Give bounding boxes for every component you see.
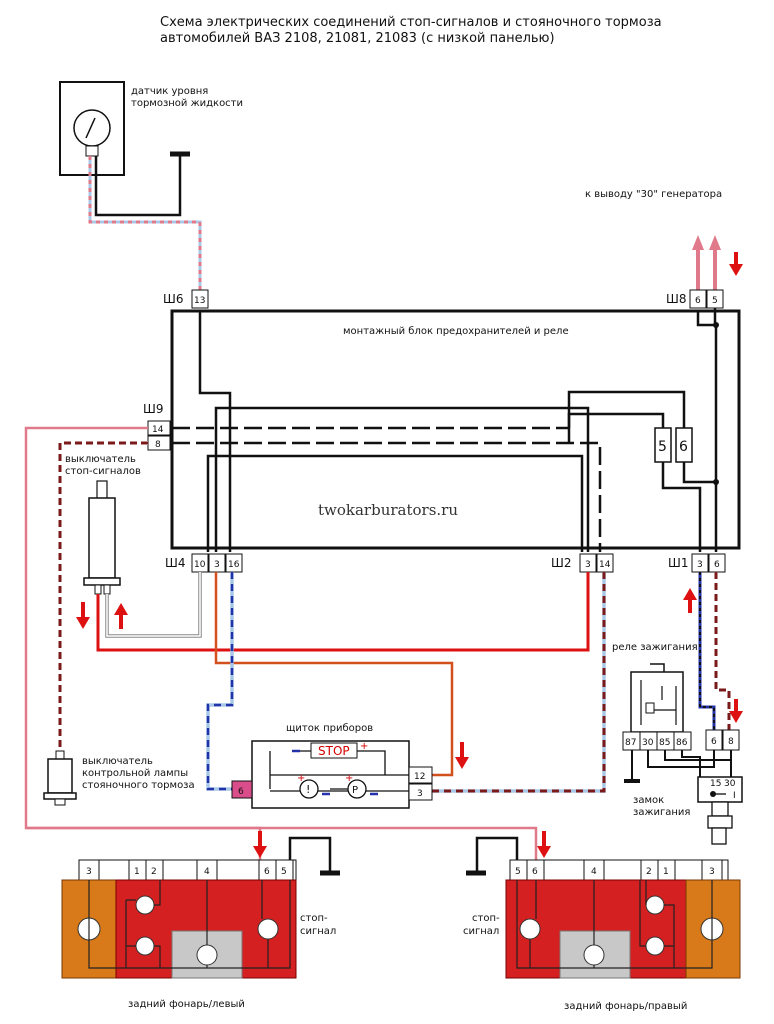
svg-text:6: 6 [714,560,720,570]
fuse-5 [654,427,672,463]
ignition-lock-label-2: зажигания [633,807,690,818]
svg-text:1: 1 [134,867,140,877]
svg-text:3: 3 [214,560,220,570]
ignition-key-icon [711,827,727,845]
connector-sh2-label: Ш2 [551,556,571,570]
tail-left-label: задний фонарь/левый [128,999,245,1010]
svg-text:6: 6 [711,737,717,747]
mounting-block [170,309,741,550]
svg-text:!: ! [306,783,310,796]
connector-sh4-label: Ш4 [165,556,185,570]
stop-switch [96,480,108,500]
svg-text:6: 6 [532,867,538,877]
park-switch-label-2: контрольной лампы [82,768,188,779]
watermark: twokarburators.ru [318,501,458,519]
svg-text:15: 15 [710,779,721,789]
svg-text:5: 5 [712,296,718,306]
svg-text:3: 3 [86,867,92,877]
connector-sh9-label: Ш9 [143,402,163,416]
tail-light-right: 5 6 4 2 1 3 [505,859,741,979]
svg-text:+: + [360,741,368,752]
ignition-lock-label-1: замок [633,795,664,806]
connector-sh6-label: Ш6 [163,292,183,306]
svg-text:STOP: STOP [318,744,350,758]
fluid-sensor-label-2: тормозной жидкости [131,98,243,109]
connector-sh8-label: Ш8 [666,292,686,306]
svg-text:3: 3 [709,867,715,877]
svg-text:6: 6 [264,867,270,877]
stop-signal-left-2: сигнал [300,926,336,937]
svg-text:30: 30 [642,738,654,748]
svg-text:10: 10 [194,560,206,570]
svg-text:6: 6 [695,296,701,306]
stop-signal-right-1: стоп- [472,913,500,924]
svg-text:3: 3 [585,560,591,570]
mounting-block-label: монтажный блок предохранителей и реле [343,326,569,337]
svg-text:5: 5 [658,439,667,455]
svg-text:2: 2 [151,867,157,877]
cluster-pin-6 [231,780,253,799]
ignition-relay [630,671,684,733]
svg-text:+: + [345,773,353,784]
park-brake-switch [55,750,65,760]
connector-sh1-label: Ш1 [668,556,688,570]
generator-label: к выводу "30" генератора [585,189,722,200]
diagram-title-line2: автомобилей ВАЗ 2108, 21081, 21083 (с ни… [160,31,555,46]
svg-text:3: 3 [697,560,703,570]
park-switch-label-1: выключатель [82,756,153,767]
fluid-sensor-lamp-icon [73,109,111,147]
fuse-6 [675,427,693,463]
svg-text:1: 1 [663,867,669,877]
stop-signal-left-1: стоп- [300,913,328,924]
stop-switch-label-2: стоп-сигналов [65,466,141,477]
svg-text:14: 14 [152,425,164,435]
diagram-title-line1: Схема электрических соединений стоп-сигн… [160,15,662,30]
svg-text:6: 6 [679,439,688,455]
exclaim-lamp-icon [299,779,319,799]
svg-text:6: 6 [238,787,244,797]
svg-text:16: 16 [228,560,240,570]
svg-text:P: P [352,785,358,796]
svg-text:4: 4 [591,867,597,877]
svg-text:4: 4 [204,867,210,877]
stop-switch-label-1: выключатель [65,454,136,465]
svg-text:85: 85 [659,738,670,748]
tail-light-left: 3 1 2 4 6 5 [61,859,297,979]
stop-signal-right-2: сигнал [463,926,499,937]
svg-text:12: 12 [414,772,425,782]
svg-text:8: 8 [155,440,161,450]
tail-right-label: задний фонарь/правый [564,1001,687,1012]
svg-text:8: 8 [728,737,734,747]
park-switch-label-3: стояночного тормоза [82,780,195,791]
svg-text:87: 87 [625,738,636,748]
svg-text:30: 30 [724,779,736,789]
ignition-relay-label: реле зажигания [612,642,698,653]
svg-text:5: 5 [515,867,521,877]
svg-text:14: 14 [599,560,611,570]
fluid-sensor-label-1: датчик уровня [131,86,208,97]
svg-text:2: 2 [646,867,652,877]
svg-text:I: I [733,791,736,801]
svg-text:13: 13 [194,296,205,306]
svg-text:+: + [297,773,305,784]
svg-text:86: 86 [676,738,688,748]
svg-text:3: 3 [417,789,423,799]
svg-text:5: 5 [281,867,287,877]
cluster-label: щиток приборов [286,723,373,734]
